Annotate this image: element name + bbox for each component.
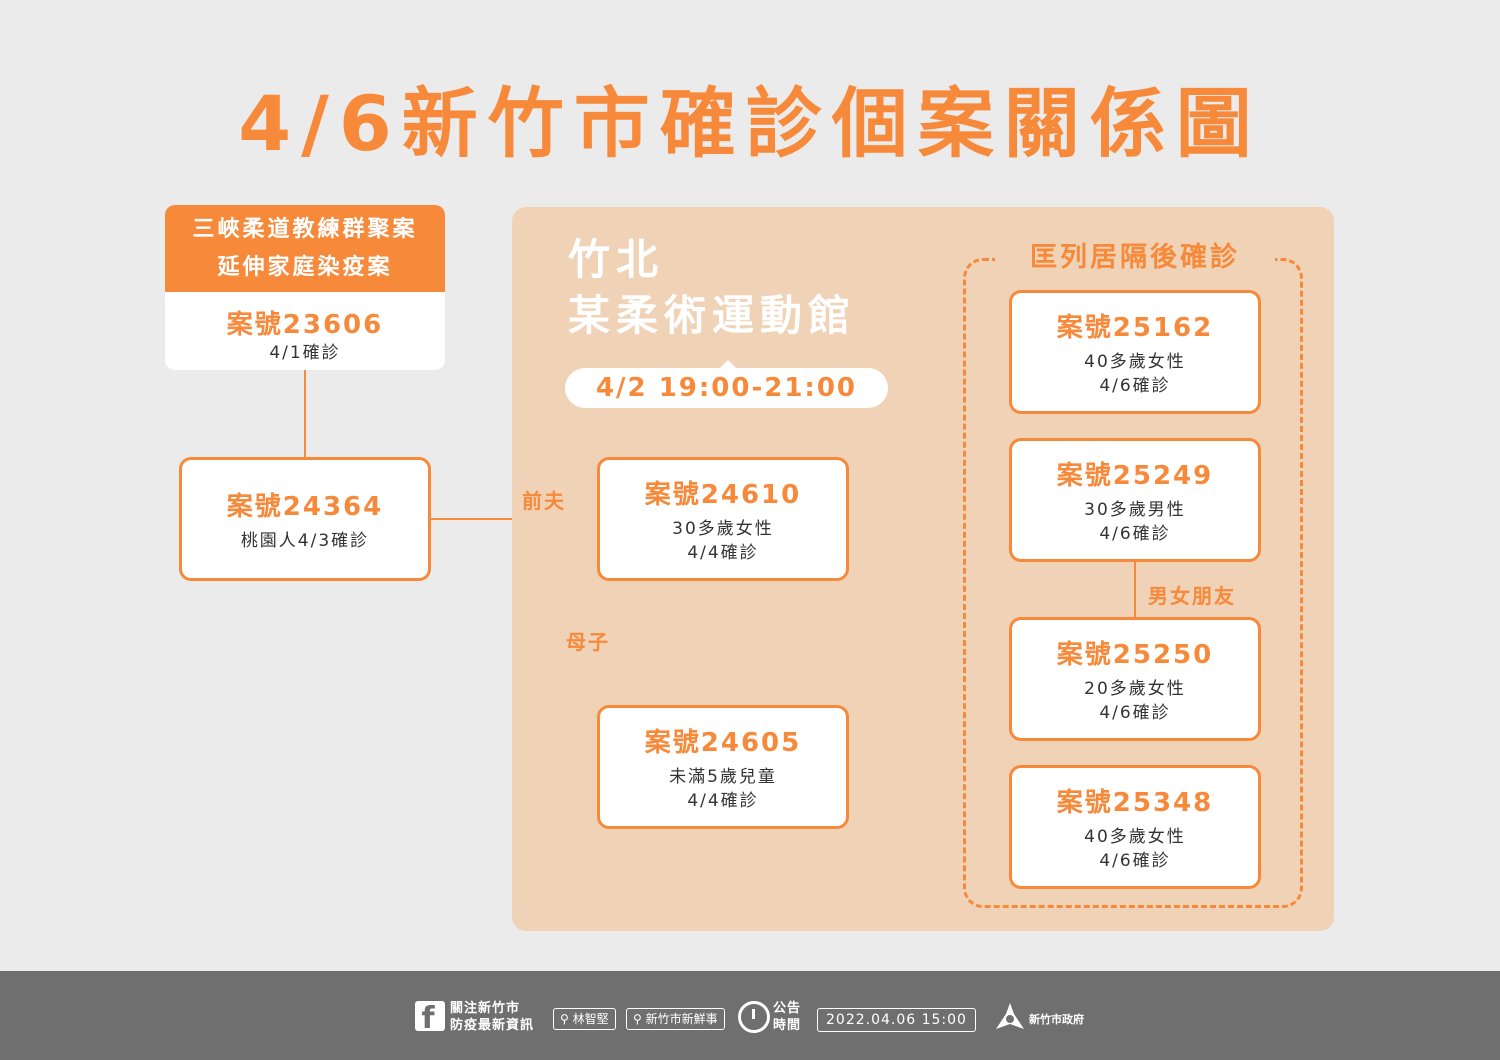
page-title: 4/6新竹市確診個案關係圖 bbox=[238, 79, 1262, 168]
case-box-25348: 案號25348 40多歲女性 4/6確診 bbox=[1009, 765, 1261, 889]
case-box-24364: 案號24364 桃園人4/3確診 bbox=[179, 457, 431, 581]
connector-couple bbox=[1134, 562, 1136, 618]
cluster-subtitle: 延伸家庭染疫案 bbox=[217, 254, 393, 280]
follow-line-1: 關注新竹市 bbox=[450, 1001, 521, 1016]
case-number: 案號25162 bbox=[1056, 312, 1214, 343]
case-number: 案號25348 bbox=[1056, 787, 1214, 818]
case-info-age: 未滿5歲兒童 bbox=[669, 766, 777, 787]
case-box-24610: 案號24610 30多歲女性 4/4確診 bbox=[597, 457, 849, 581]
case-number: 案號25250 bbox=[1056, 639, 1214, 670]
notice-line-2: 時間 bbox=[773, 1018, 802, 1033]
case-info-age: 40多歲女性 bbox=[1084, 351, 1186, 372]
case-number: 案號24605 bbox=[644, 727, 802, 758]
venue-title: 某柔術運動館 bbox=[568, 291, 857, 340]
case-number: 案號24610 bbox=[644, 479, 802, 510]
cluster-name: 三峽柔道教練群聚案 bbox=[192, 216, 418, 242]
case-info-date: 4/6確診 bbox=[1099, 523, 1171, 544]
notice-line-1: 公告 bbox=[773, 1001, 802, 1016]
case-box-25162: 案號25162 40多歲女性 4/6確診 bbox=[1009, 290, 1261, 414]
cluster-header: 三峽柔道教練群聚案 延伸家庭染疫案 bbox=[165, 205, 445, 292]
follow-text: 關注新竹市 防疫最新資訊 bbox=[450, 1000, 534, 1034]
cluster-body: 案號23606 4/1確診 bbox=[165, 292, 445, 365]
venue-time-pill: 4/2 19:00-21:00 bbox=[565, 360, 888, 408]
case-info-date: 4/6確診 bbox=[1099, 702, 1171, 723]
cluster-source-box: 三峽柔道教練群聚案 延伸家庭染疫案 案號23606 4/1確診 bbox=[165, 205, 445, 370]
notice-datetime: 2022.04.06 15:00 bbox=[817, 1008, 976, 1032]
clock-icon bbox=[738, 1001, 770, 1033]
follow-line-2: 防疫最新資訊 bbox=[450, 1018, 535, 1033]
case-date: 4/1確診 bbox=[269, 343, 341, 363]
search-icon: ⚲ bbox=[560, 1012, 569, 1026]
relation-label-ex-husband: 前夫 bbox=[522, 489, 566, 513]
case-info-age: 40多歲女性 bbox=[1084, 826, 1186, 847]
case-info-date: 4/4確診 bbox=[687, 790, 759, 811]
connector-cluster-to-24364 bbox=[304, 370, 306, 458]
case-info-date: 4/6確診 bbox=[1099, 850, 1171, 871]
case-info-age: 30多歲女性 bbox=[672, 518, 774, 539]
search-tag-label: 林智堅 bbox=[572, 1012, 609, 1026]
city-government-name: 新竹市政府 bbox=[1029, 1013, 1084, 1026]
venue-location: 竹北 bbox=[568, 235, 665, 284]
case-info-date: 4/6確診 bbox=[1099, 375, 1171, 396]
search-icon: ⚲ bbox=[633, 1012, 642, 1026]
isolation-group-label: 匡列居隔後確診 bbox=[995, 238, 1275, 278]
case-box-25250: 案號25250 20多歲女性 4/6確診 bbox=[1009, 617, 1261, 741]
search-tag-mayor[interactable]: ⚲ 林智堅 bbox=[553, 1008, 616, 1030]
case-info: 桃園人4/3確診 bbox=[240, 530, 370, 551]
city-government-logo-icon bbox=[996, 1003, 1024, 1029]
relation-label-mother-son: 母子 bbox=[566, 630, 610, 654]
case-info-date: 4/4確診 bbox=[687, 542, 759, 563]
case-info-age: 20多歲女性 bbox=[1084, 678, 1186, 699]
case-number: 案號23606 bbox=[226, 310, 384, 340]
case-info-age: 30多歲男性 bbox=[1084, 499, 1186, 520]
case-number: 案號25249 bbox=[1056, 460, 1214, 491]
case-box-25249: 案號25249 30多歲男性 4/6確診 bbox=[1009, 438, 1261, 562]
facebook-icon[interactable]: f bbox=[415, 1001, 445, 1031]
venue-name: 竹北 某柔術運動館 bbox=[568, 232, 856, 344]
case-box-24605: 案號24605 未滿5歲兒童 4/4確診 bbox=[597, 705, 849, 829]
search-tag-label: 新竹市新鮮事 bbox=[645, 1012, 718, 1026]
relation-label-couple: 男女朋友 bbox=[1148, 584, 1236, 608]
case-number: 案號24364 bbox=[226, 491, 384, 522]
notice-time-label: 公告 時間 bbox=[773, 1000, 801, 1034]
search-tag-city-news[interactable]: ⚲ 新竹市新鮮事 bbox=[626, 1008, 725, 1030]
